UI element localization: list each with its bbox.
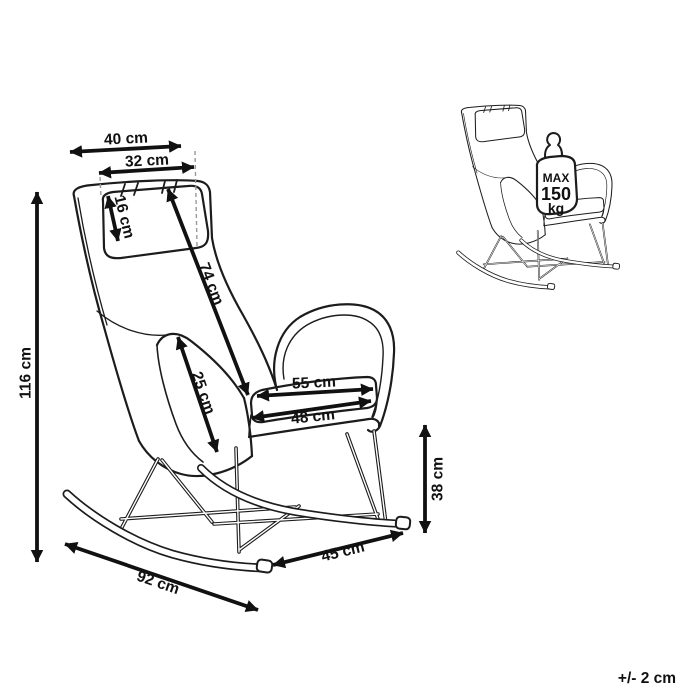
dim-label-overall-depth: 92 cm — [134, 568, 181, 598]
dim-label-rocker-front: 45 cm — [320, 538, 367, 565]
dim-label-backrest-length: 74 cm — [195, 260, 227, 307]
dim-arrow-seat-width-inner — [251, 396, 372, 423]
dim-label-armrest-length: 25 cm — [188, 369, 218, 416]
dim-label-seat-height: 38 cm — [430, 457, 447, 501]
weight-icon: MAX 150 kg — [535, 132, 579, 216]
dim-arrow-overall-depth — [64, 541, 259, 613]
dim-label-overall-height: 116 cm — [18, 347, 35, 399]
dim-arrow-backrest-length — [166, 188, 250, 396]
dim-arrow-armrest-length — [175, 336, 220, 453]
dim-label-headrest-width: 32 cm — [125, 151, 170, 170]
dim-arrow-seat-width-outer — [256, 383, 374, 402]
weight-body — [535, 154, 579, 216]
tolerance-note: +/- 2 cm — [618, 670, 676, 687]
dim-label-seat-width-inner: 48 cm — [290, 406, 335, 428]
dim-label-seat-width-outer: 55 cm — [292, 373, 337, 392]
dim-arrow-headrest-width — [98, 161, 195, 179]
dim-arrow-rocker-front — [272, 529, 404, 569]
weight-unit: kg — [548, 200, 564, 216]
weight-max-label: MAX — [543, 171, 570, 185]
weight-value: 150 — [541, 184, 571, 204]
dim-arrow-headrest-height — [104, 195, 122, 242]
dim-label-overall-width-top: 40 cm — [104, 129, 149, 148]
dim-arrow-overall-width-top — [69, 140, 182, 158]
